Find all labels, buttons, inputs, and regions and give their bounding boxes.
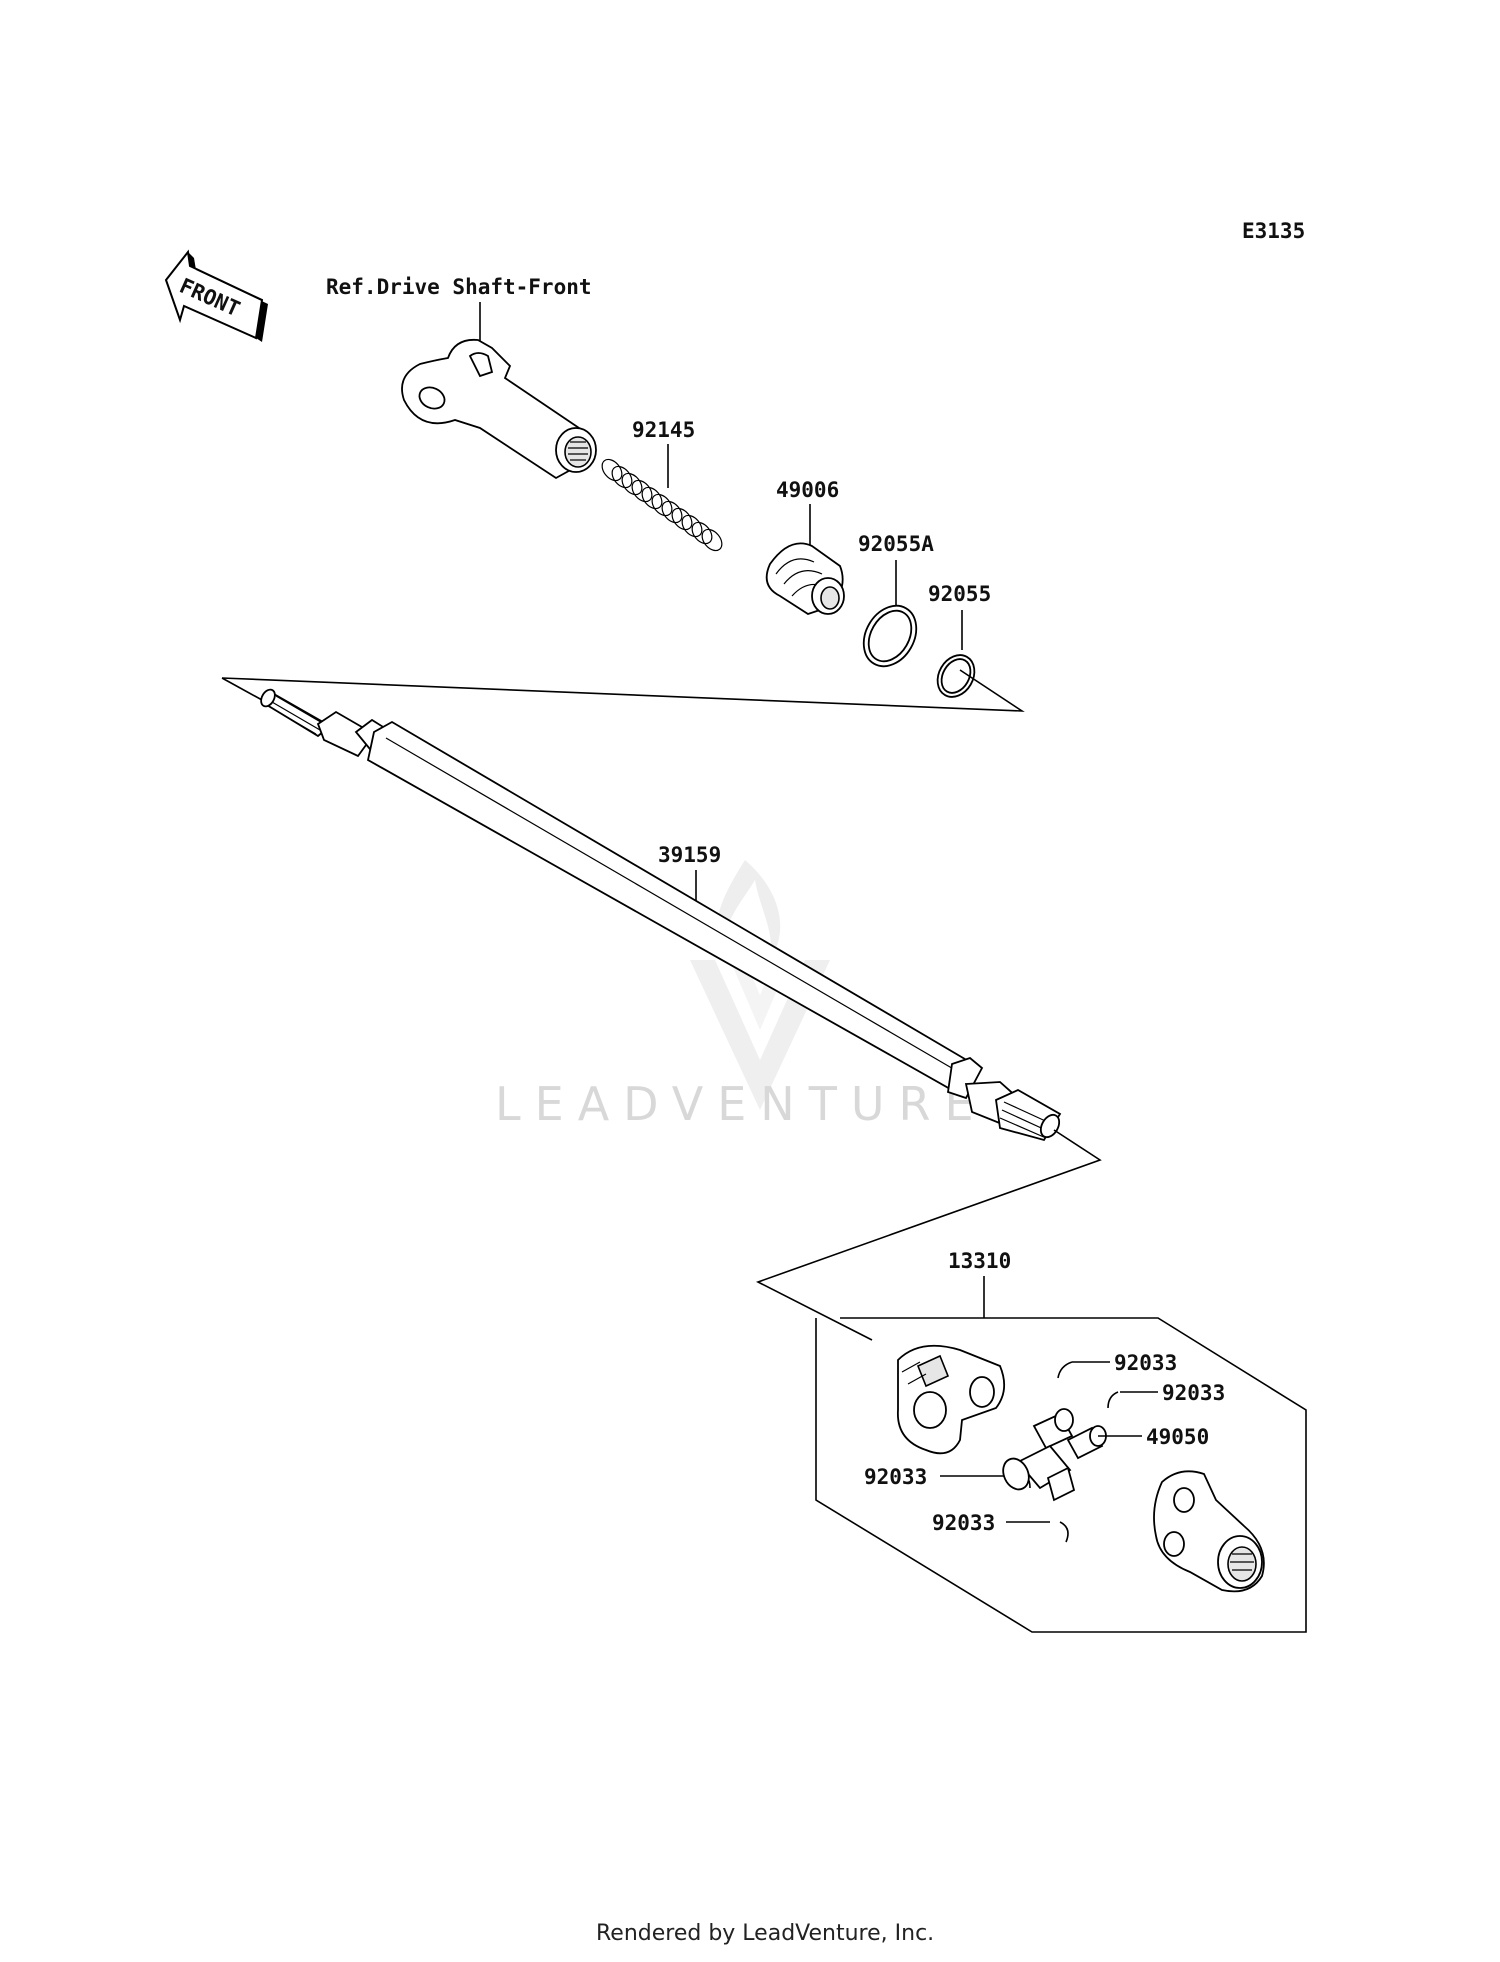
part-label-92033-4: 92033 <box>932 1511 995 1535</box>
circlip-part-4 <box>1059 1521 1069 1543</box>
part-label-49006: 49006 <box>776 478 839 502</box>
part-label-92055: 92055 <box>928 582 991 606</box>
group-bracket-top <box>221 669 1025 712</box>
front-yoke-part <box>401 338 597 480</box>
part-label-92033-1: 92033 <box>1114 1351 1177 1375</box>
part-label-92055A: 92055A <box>858 532 934 556</box>
part-label-92145: 92145 <box>632 418 695 442</box>
footer-credit: Rendered by LeadVenture, Inc. <box>596 1921 934 1946</box>
front-arrow-icon: FRONT <box>164 249 268 342</box>
group-bracket-top-left <box>221 677 263 701</box>
part-label-92033-2: 92033 <box>1162 1381 1225 1405</box>
part-label-92033-3: 92033 <box>864 1465 927 1489</box>
spider-part <box>1002 1408 1107 1502</box>
drive-shaft-part <box>260 688 1062 1142</box>
watermark-text: LEADVENTURE <box>495 1077 988 1131</box>
oring-large-part <box>862 604 918 668</box>
rear-yoke-lower-part <box>1153 1470 1265 1593</box>
reference-label: Ref.Drive Shaft-Front <box>326 275 592 299</box>
watermark: LEADVENTURE <box>495 860 988 1131</box>
assembly-box <box>815 1317 1307 1633</box>
circlip-part-1 <box>1057 1361 1073 1379</box>
spring-part <box>601 458 723 552</box>
boot-part <box>765 542 845 615</box>
group-bracket-bottom <box>755 1129 1102 1341</box>
diagram-code: E3135 <box>1242 219 1305 243</box>
part-label-39159: 39159 <box>658 843 721 867</box>
oring-small-part <box>936 654 976 698</box>
part-label-49050: 49050 <box>1146 1425 1209 1449</box>
circlip-part-2 <box>1107 1391 1119 1409</box>
rear-yoke-upper-part <box>897 1344 1006 1455</box>
part-label-13310: 13310 <box>948 1249 1011 1273</box>
